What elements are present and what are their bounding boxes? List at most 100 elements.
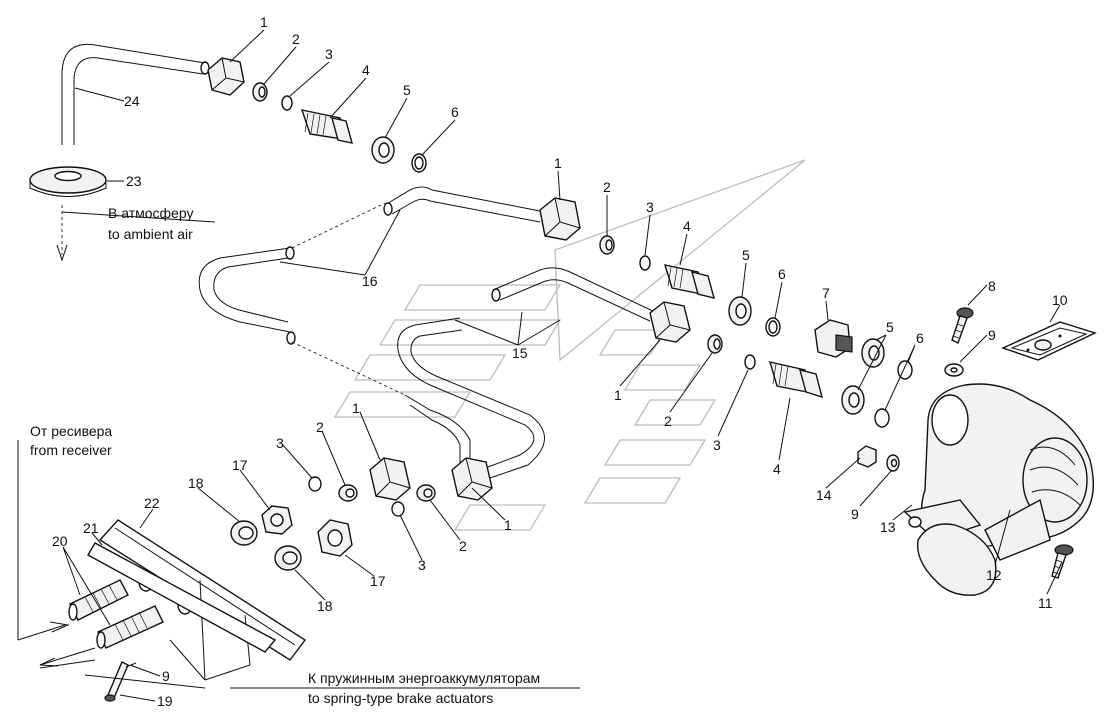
- leader-lines: [62, 29, 1063, 702]
- callout-5: 5: [403, 82, 411, 98]
- callout-2: 2: [664, 413, 672, 429]
- callout-8: 8: [988, 278, 996, 294]
- callout-6: 6: [916, 330, 924, 346]
- callout-9: 9: [851, 506, 859, 522]
- callout-11: 11: [1038, 595, 1053, 611]
- callout-13: 13: [880, 519, 896, 535]
- caption-actuators-ru: К пружинным энергоаккумуляторам: [308, 670, 540, 686]
- callout-1: 1: [260, 14, 268, 30]
- callout-12: 12: [986, 567, 1002, 583]
- callout-2: 2: [459, 538, 467, 554]
- bracket-22: [98, 519, 307, 681]
- callout-16: 16: [362, 273, 378, 289]
- callout-23: 23: [126, 173, 142, 189]
- callout-18: 18: [188, 475, 204, 491]
- callout-4: 4: [683, 218, 691, 234]
- callout-15: 15: [512, 345, 528, 361]
- callout-17: 17: [232, 457, 248, 473]
- callout-3: 3: [325, 46, 333, 62]
- callout-5: 5: [886, 319, 894, 335]
- screw-19: [104, 661, 129, 702]
- receiver-arrows: [17, 440, 580, 689]
- washer-5c: [841, 338, 885, 415]
- callout-2: 2: [603, 179, 611, 195]
- gasket-10: [1001, 321, 1097, 361]
- callout-3: 3: [713, 437, 721, 453]
- callout-9: 9: [162, 668, 170, 684]
- o-ring-6b: [765, 317, 781, 337]
- callout-2: 2: [292, 31, 300, 47]
- caption-receiver-en: from receiver: [30, 442, 112, 458]
- callout-17: 17: [370, 573, 386, 589]
- callout-4: 4: [362, 62, 370, 78]
- o-ring-6c: [874, 360, 913, 428]
- screw-8: [951, 307, 974, 344]
- callout-1: 1: [352, 400, 360, 416]
- gasket-21: [87, 542, 277, 653]
- callout-5: 5: [742, 247, 750, 263]
- union-nut-1c: [649, 301, 691, 343]
- washer-9b: [886, 454, 900, 472]
- washer-5b: [728, 296, 752, 326]
- pipe-24: [61, 43, 210, 145]
- callout-1: 1: [504, 517, 512, 533]
- washer-3e: [391, 501, 405, 517]
- washer-3c: [744, 354, 756, 370]
- pipe-15: [397, 267, 656, 481]
- nut-17a: [261, 505, 293, 535]
- ring-2c: [707, 334, 723, 354]
- nut-17b: [317, 519, 353, 557]
- callout-1: 1: [614, 387, 622, 403]
- caption-atmosphere-ru: В атмосферу: [108, 205, 193, 221]
- callout-2: 2: [316, 419, 324, 435]
- callout-3: 3: [646, 199, 654, 215]
- caption-atmosphere-en: to ambient air: [108, 226, 193, 242]
- union-4b: [663, 264, 715, 299]
- captions: В атмосферу to ambient air От ресивера f…: [30, 205, 540, 706]
- callout-6: 6: [451, 104, 459, 120]
- callout-14: 14: [816, 487, 832, 503]
- plug-7: [814, 319, 853, 358]
- callout-3: 3: [276, 435, 284, 451]
- ring-2e: [416, 484, 436, 502]
- callout-24: 24: [124, 93, 140, 109]
- ring-2d: [338, 484, 358, 502]
- washer-3d: [308, 476, 322, 492]
- ring-2a: [252, 82, 268, 102]
- callout-3: 3: [418, 557, 426, 573]
- washer-18b: [274, 545, 302, 571]
- union-nut-1e: [451, 457, 493, 501]
- callout-1: 1: [554, 155, 562, 171]
- callout-19: 19: [157, 693, 173, 709]
- cap-23: [29, 166, 107, 197]
- air-arrow: [56, 205, 216, 262]
- screw-11: [1051, 544, 1074, 579]
- union-nut-1a: [207, 57, 245, 96]
- callout-18: 18: [317, 598, 333, 614]
- callout-21: 21: [83, 520, 99, 536]
- callout-22: 22: [144, 495, 160, 511]
- washer-9a: [944, 363, 964, 377]
- pipe-16: [198, 186, 546, 396]
- union-nut-1b: [539, 197, 581, 241]
- washer-3b: [639, 255, 651, 271]
- callout-6: 6: [778, 266, 786, 282]
- ring-2b: [599, 235, 615, 255]
- union-20b: [96, 605, 164, 649]
- union-20a: [68, 579, 129, 621]
- union-4a: [300, 109, 353, 144]
- callout-9: 9: [988, 327, 996, 343]
- watermark-logo: [333, 159, 806, 531]
- callout-7: 7: [822, 285, 830, 301]
- caption-receiver-ru: От ресивера: [30, 423, 112, 439]
- union-nut-1d: [369, 457, 411, 501]
- washer-18a: [230, 520, 258, 546]
- callout-labels: 1 2 3 4 5 6 24 23 1 2 3 4 5 6 16 15 7 8 …: [52, 14, 1068, 709]
- nut-14: [857, 445, 877, 468]
- caption-actuators-en: to spring-type brake actuators: [308, 690, 493, 706]
- o-ring-6a: [411, 153, 427, 173]
- washer-3a: [281, 95, 293, 111]
- callout-10: 10: [1052, 292, 1068, 308]
- callout-4: 4: [773, 461, 781, 477]
